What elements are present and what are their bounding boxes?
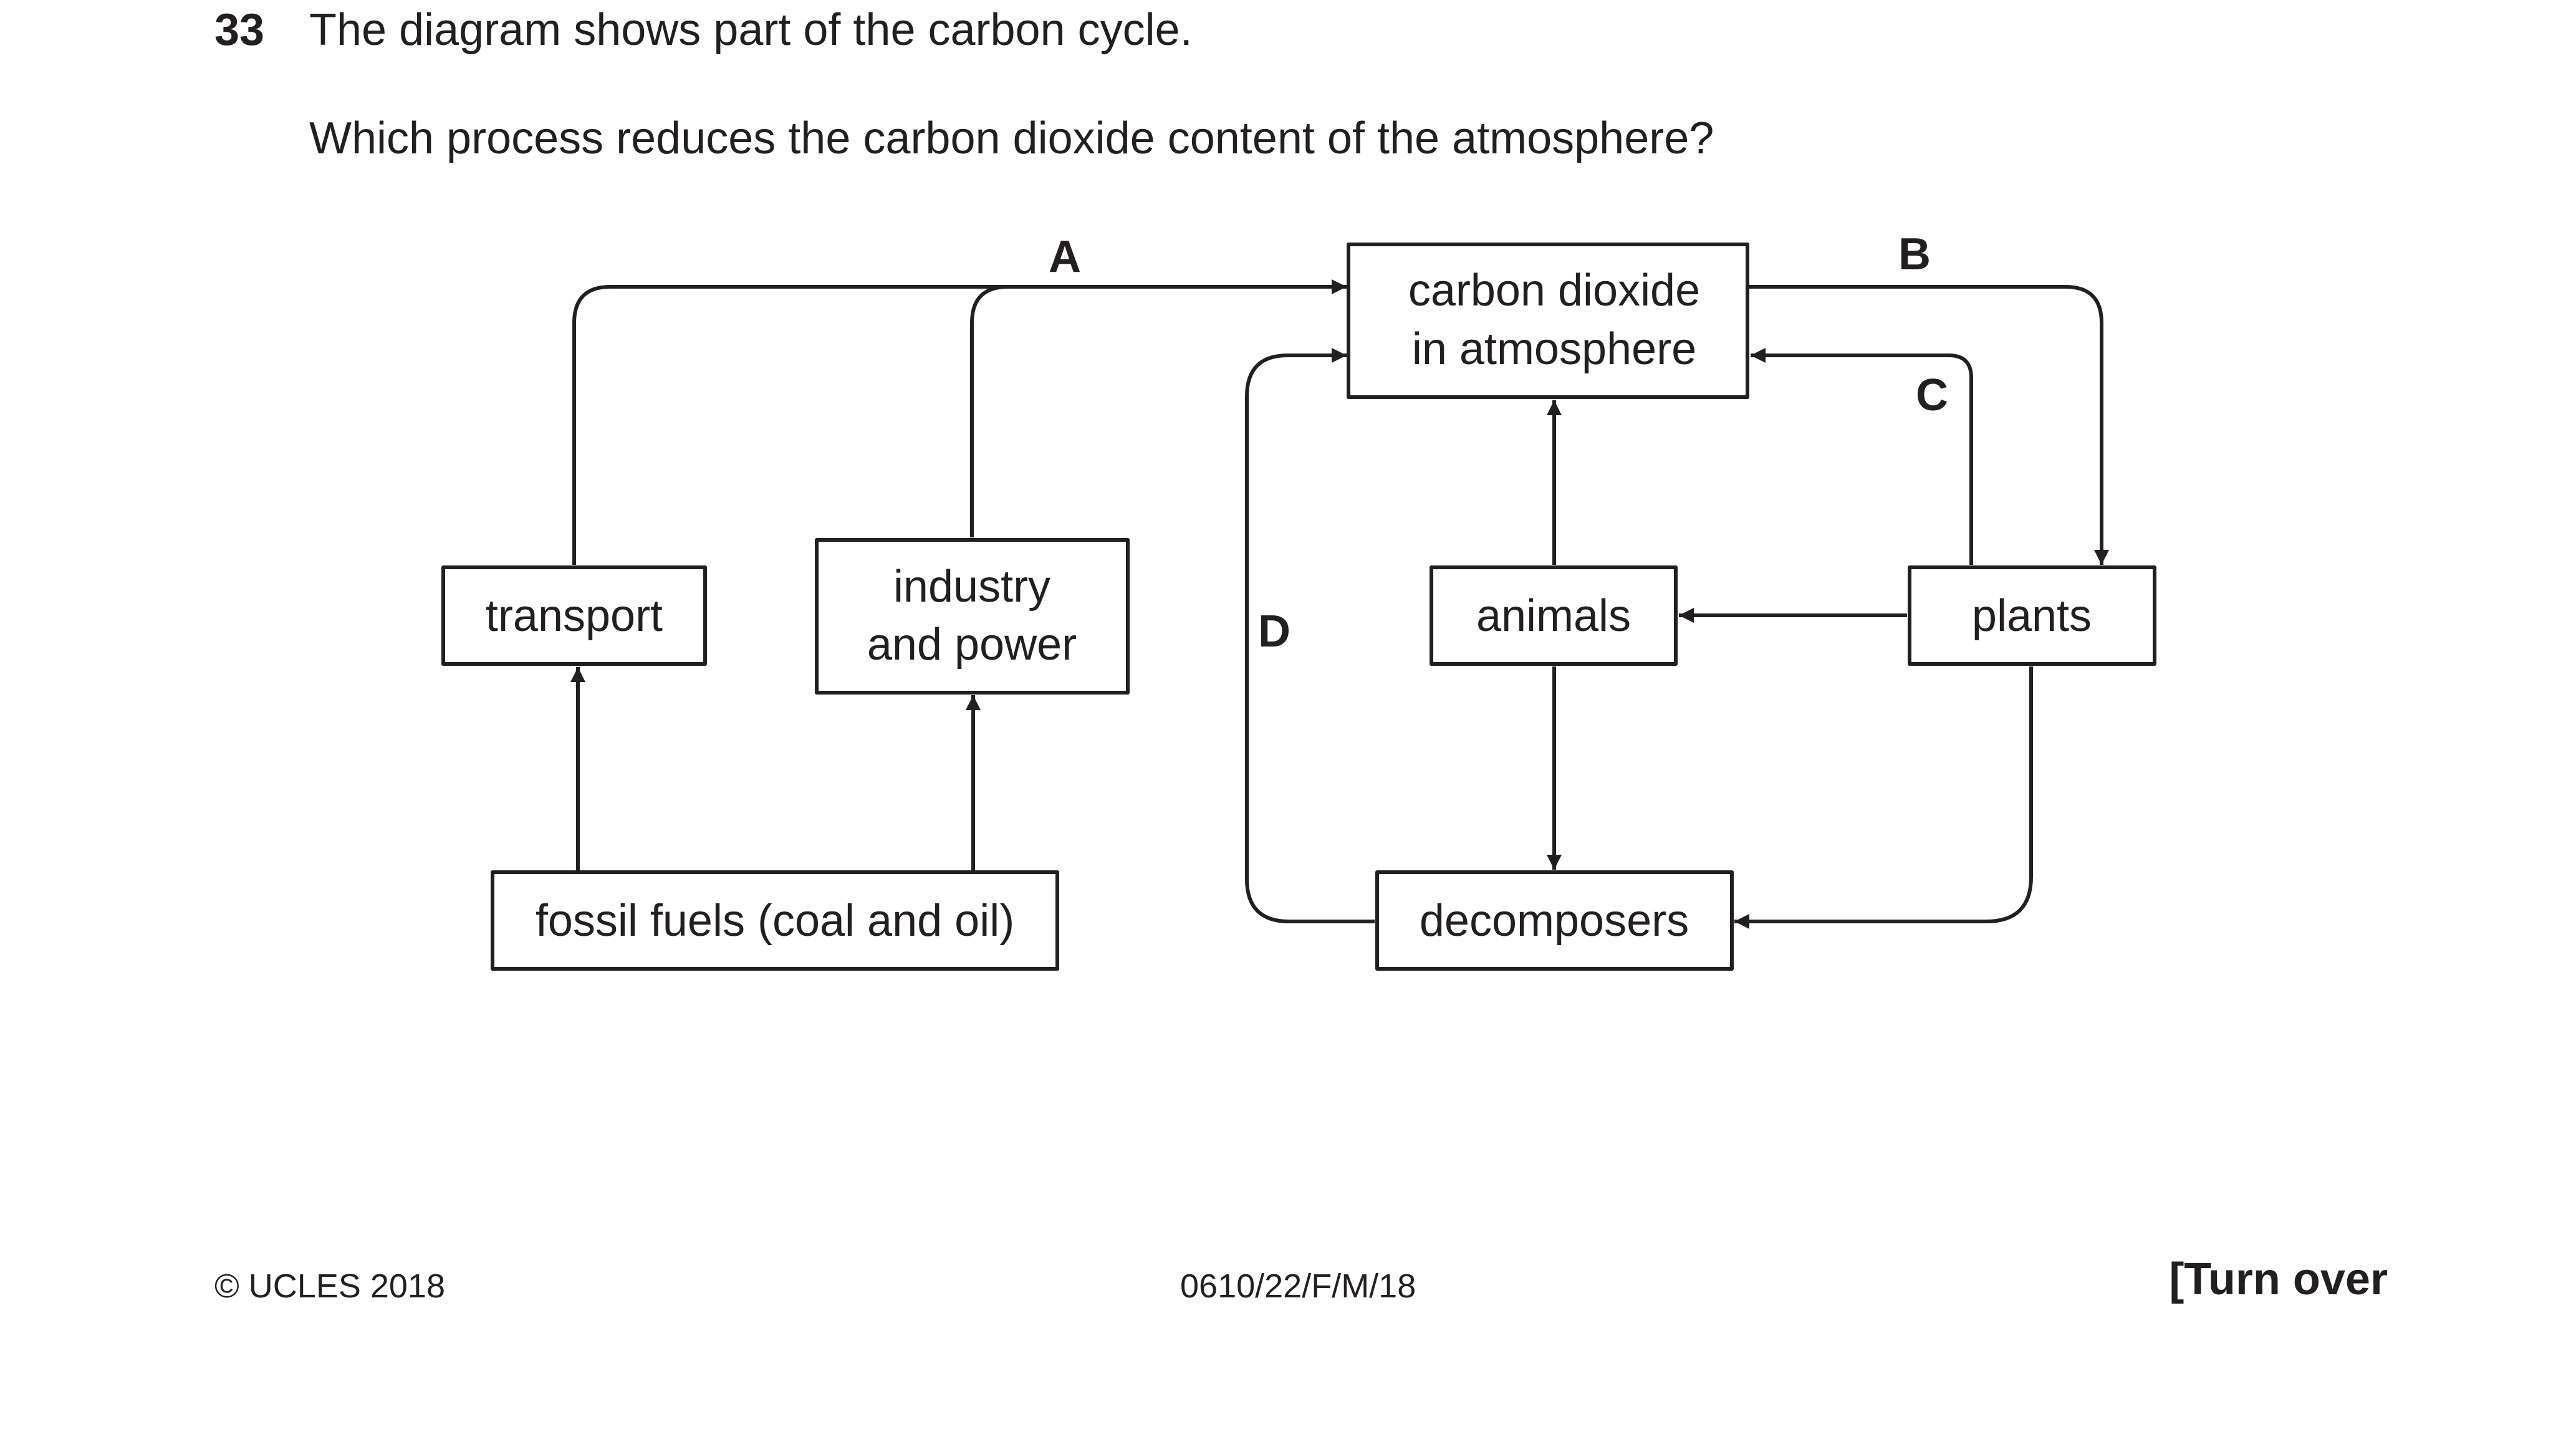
question-number: 33 <box>214 5 265 55</box>
plants-box <box>1908 565 2156 666</box>
plants-label: plants <box>1972 591 2092 641</box>
animals-label: animals <box>1476 591 1631 641</box>
label-c: C <box>1916 370 1948 420</box>
animals-box <box>1430 565 1678 666</box>
arrow-a-transport <box>572 279 1347 565</box>
industry-box <box>815 538 1130 695</box>
label-b: B <box>1898 229 1931 279</box>
footer-paper-code: 0610/22/F/M/18 <box>1180 1267 1416 1305</box>
footer-turn-over: [Turn over <box>2169 1254 2388 1304</box>
industry-label-line2: and power <box>867 620 1077 670</box>
carbon-dioxide-box <box>1347 243 1749 399</box>
decomposers-label: decomposers <box>1420 896 1689 946</box>
question-stem: The diagram shows part of the carbon cyc… <box>309 5 1193 55</box>
arrow-d <box>1245 348 1375 923</box>
decomposers-box <box>1375 870 1734 971</box>
question-prompt: Which process reduces the carbon dioxide… <box>309 113 1714 163</box>
fossil-fuels-label: fossil fuels (coal and oil) <box>536 896 1014 946</box>
label-d: D <box>1258 607 1290 656</box>
footer-copyright: © UCLES 2018 <box>214 1267 445 1305</box>
fossil-fuels-box <box>491 870 1059 971</box>
transport-label: transport <box>486 591 663 641</box>
arrow-a-industry <box>970 285 1060 537</box>
arrow-c <box>1751 348 1973 565</box>
carbon-dioxide-label-line2: in atmosphere <box>1412 324 1696 374</box>
label-a: A <box>1049 232 1081 282</box>
transport-box <box>441 565 707 666</box>
carbon-dioxide-label-line1: carbon dioxide <box>1408 266 1700 315</box>
arrow-b <box>1749 285 2109 565</box>
arrow-plants-to-decomposers <box>1734 666 2033 929</box>
industry-label-line1: industry <box>893 562 1050 612</box>
